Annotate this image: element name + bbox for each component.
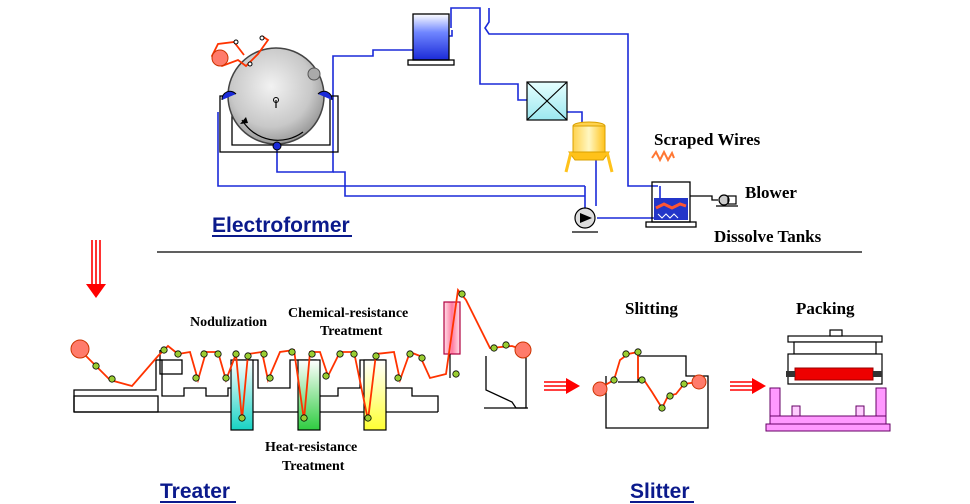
scraped-wires-icon: [651, 149, 675, 163]
electroformer-drum: [219, 47, 339, 153]
packing-section: Packing: [765, 299, 891, 432]
feed-tank: [407, 13, 455, 66]
slitter-rollers: [610, 348, 688, 412]
unwind-roll: [70, 339, 90, 359]
pump: [572, 207, 598, 233]
slitter-unwind-roll: [592, 381, 608, 397]
treater-section: Nodulization Chemical-resistance Treatme…: [70, 287, 532, 503]
dissolve-tanks-label: Dissolve Tanks: [714, 227, 822, 246]
nodulization-label: Nodulization: [190, 315, 267, 330]
filter-tank: [564, 121, 614, 173]
treater-rollers: [92, 290, 510, 422]
packing-label: Packing: [796, 299, 855, 318]
treater-title: Treater: [160, 480, 230, 503]
slitter-section: Slitting Slitter: [592, 299, 709, 503]
slitter-title: Slitter: [630, 480, 690, 503]
arrow-to-slitter: [544, 378, 580, 394]
bath-nodulization: [230, 359, 254, 431]
scraped-wires-label: Scraped Wires: [654, 130, 761, 149]
foil-takeup: [210, 35, 270, 68]
blower: [716, 194, 738, 207]
slitting-label: Slitting: [625, 299, 678, 318]
electroformer-section: Scraped Wires Blower Dissolve Tanks Elec…: [210, 7, 822, 246]
heat-exchanger: [526, 81, 568, 121]
electroformer-title: Electroformer: [212, 214, 350, 237]
chem-resist-label-line1: Chemical-resistance: [288, 306, 408, 321]
heat-resist-label-line2: Treatment: [282, 459, 345, 474]
rewind-roll: [514, 341, 532, 359]
arrow-to-packing: [730, 378, 766, 394]
heat-resist-label-line1: Heat-resistance: [265, 440, 357, 455]
down-arrow: [86, 240, 106, 298]
chem-resist-label-line2: Treatment: [320, 324, 383, 339]
blower-label: Blower: [745, 183, 797, 202]
dissolve-tank: [645, 181, 718, 228]
slitter-rewind-roll: [691, 374, 707, 390]
